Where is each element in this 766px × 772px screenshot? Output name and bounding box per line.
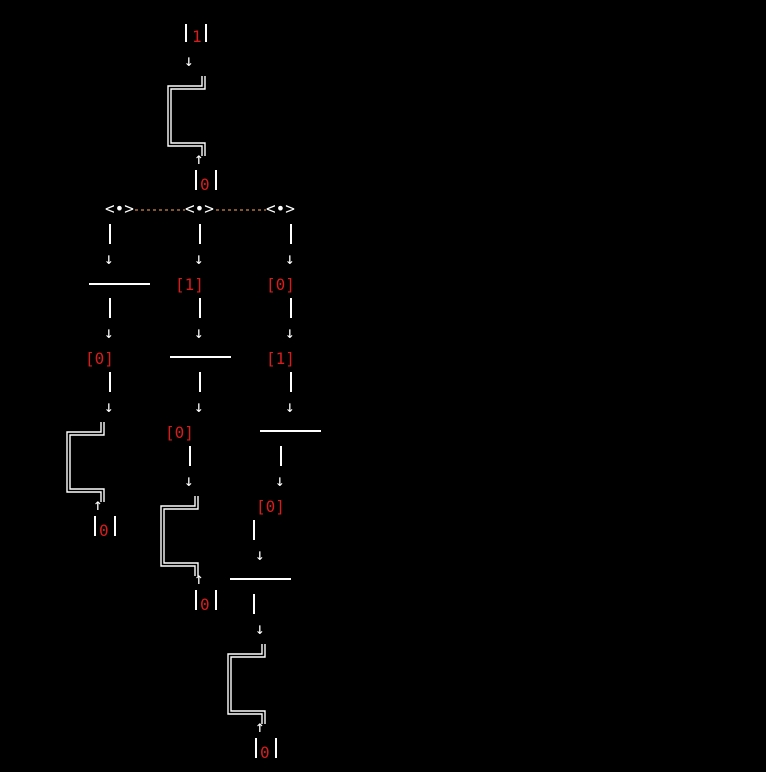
- splitter-row: <•> <•> <•>: [105, 199, 295, 218]
- branch-c-ground-value: 0: [260, 743, 270, 762]
- top-cell-value: 1: [192, 27, 202, 46]
- branch-b-ground-value: 0: [200, 595, 210, 614]
- branch-b-bit-2: [0]: [165, 423, 194, 442]
- branch-b-ground-brackets: [195, 590, 217, 610]
- top-ground-brackets: [195, 170, 217, 190]
- branch-c-bit-3: [0]: [256, 497, 285, 516]
- branch-b-bit-1: [1]: [175, 275, 204, 294]
- branch-c: ↓ [0] ↓ [1] ↓ ↓ [0] ↓ ↓ ↑ 0: [227, 224, 321, 762]
- branch-a-ground-value: 0: [99, 521, 109, 540]
- splitter-node-b: <•>: [185, 199, 214, 218]
- branch-c-arrow-1: ↓: [285, 249, 295, 268]
- branch-c-ground-arrow: ↑: [255, 717, 265, 736]
- branch-b: ↓ [1] ↓ ↓ [0] ↓ ↑ 0: [160, 224, 231, 614]
- branch-a-arrow-2: ↓: [104, 323, 114, 342]
- branch-b-arrow-4: ↓: [184, 471, 194, 490]
- branch-c-arrow-4: ↓: [275, 471, 285, 490]
- branch-a-arrow-1: ↓: [104, 249, 114, 268]
- branch-c-bit-2: [1]: [266, 349, 295, 368]
- branch-b-coil: [160, 495, 199, 577]
- branch-b-arrow-2: ↓: [194, 323, 204, 342]
- branch-b-arrow-1: ↓: [194, 249, 204, 268]
- top-coil: [167, 75, 206, 157]
- branch-b-arrow-3: ↓: [194, 397, 204, 416]
- branch-a: ↓ ↓ [0] ↓ ↑ 0: [66, 224, 150, 540]
- branch-c-coil: [227, 643, 266, 725]
- top-ground-arrow: ↑: [194, 149, 204, 168]
- branch-c-ground-brackets: [255, 738, 277, 758]
- branch-c-arrow-6: ↓: [255, 619, 265, 638]
- branch-a-arrow-3: ↓: [104, 397, 114, 416]
- branch-b-ground-arrow: ↑: [194, 569, 204, 588]
- branch-a-ground-brackets: [94, 516, 116, 536]
- top-cell-brackets: [185, 24, 207, 42]
- branch-a-ground-arrow: ↑: [93, 495, 103, 514]
- branch-c-arrow-2: ↓: [285, 323, 295, 342]
- splitter-node-a: <•>: [105, 199, 134, 218]
- branch-a-coil: [66, 421, 105, 503]
- top-cell-arrow: ↓: [184, 51, 194, 70]
- branch-a-bit-1: [0]: [85, 349, 114, 368]
- branch-c-arrow-5: ↓: [255, 545, 265, 564]
- branch-c-bit-1: [0]: [266, 275, 295, 294]
- top-ground: ↑ 0: [194, 149, 217, 194]
- top-cell: 1 ↓: [184, 24, 207, 70]
- branch-c-arrow-3: ↓: [285, 397, 295, 416]
- top-ground-value: 0: [200, 175, 210, 194]
- splitter-node-c: <•>: [266, 199, 295, 218]
